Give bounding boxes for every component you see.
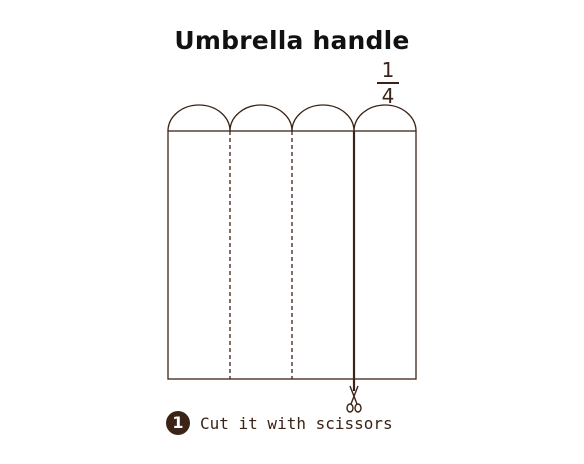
arch-4: [353, 104, 417, 132]
scissors-icon: [346, 385, 362, 413]
fraction-bar: [377, 82, 399, 84]
fraction-label: 1 4: [371, 60, 405, 108]
step-text: Cut it with scissors: [200, 413, 393, 433]
step-number-badge: 1: [166, 411, 190, 435]
arch-1: [167, 104, 231, 132]
arch-2: [229, 104, 293, 132]
arch-3: [291, 104, 355, 132]
fraction-denominator: 4: [381, 84, 395, 108]
step-instruction: 1 Cut it with scissors: [166, 411, 393, 435]
fraction-numerator: 1: [381, 58, 395, 82]
diagram-title: Umbrella handle: [174, 26, 410, 55]
